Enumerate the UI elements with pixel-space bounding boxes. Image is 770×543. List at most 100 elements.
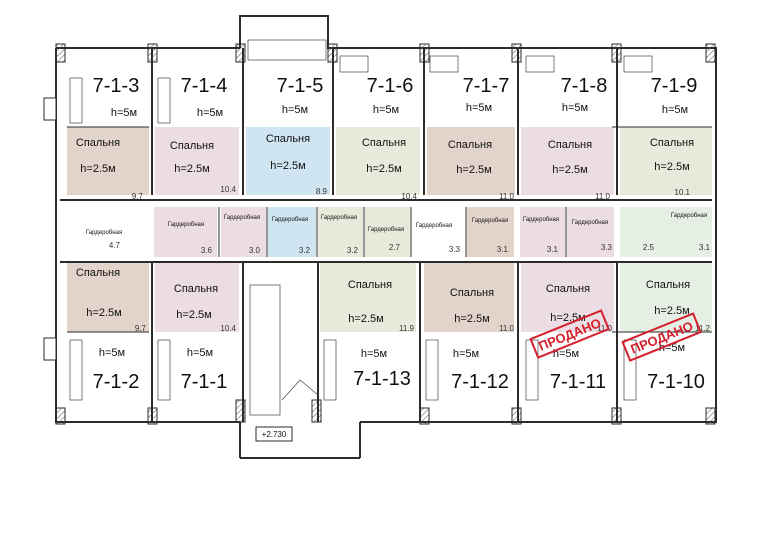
unit-label-top: 7-1-3: [93, 75, 140, 97]
area-value: 2.7: [389, 243, 401, 252]
area-value: 3.1: [699, 243, 711, 252]
interior-walls: [60, 48, 712, 422]
unit-label-top: 7-1-4: [181, 75, 228, 97]
bedroom-height: h=2.5м: [654, 305, 689, 317]
bedroom-fill-7-1-4: [155, 127, 239, 195]
bedroom-fill-7-1-9: [620, 127, 712, 195]
bedroom-fill-7-1-8: [521, 127, 614, 195]
unit-height: h=5м: [111, 107, 137, 119]
bedroom-label: Спальня: [450, 287, 494, 299]
area-value: 11.9: [399, 324, 415, 333]
area-value: 11.2: [695, 324, 711, 333]
wardrobe-label: Гардеробная: [224, 215, 260, 221]
unit-label-top: 7-1-9: [651, 75, 698, 97]
area-value: 9.7: [135, 324, 147, 333]
wardrobe-label: Гардеробная: [86, 230, 122, 236]
area-value: 10.4: [401, 192, 417, 201]
unit-height: h=5м: [553, 348, 579, 360]
elevation-box: [255, 426, 293, 442]
bedroom-fill-7-1-11: [521, 262, 614, 332]
area-value: 10.1: [674, 188, 690, 197]
bedroom-fill-7-1-6: [336, 127, 420, 195]
bedroom-fill-7-1-1: [155, 262, 239, 332]
facade-windows: [43, 97, 57, 361]
bedroom-label: Спальня: [76, 267, 120, 279]
area-value: 9.7: [132, 192, 144, 201]
area-value: 3.3: [449, 245, 461, 254]
elevation-label: +2.730: [262, 430, 287, 439]
wardrobe-label: Гардеробная: [523, 217, 559, 223]
bedroom-label: Спальня: [548, 139, 592, 151]
unit-height: h=5м: [361, 348, 387, 360]
unit-label-bottom: 7-1-12: [451, 371, 509, 393]
unit-label-top: 7-1-5: [277, 75, 324, 97]
area-value: 3.0: [249, 246, 261, 255]
bedroom-fill-7-1-5: [246, 127, 330, 195]
unit-label-top: 7-1-6: [367, 75, 414, 97]
stairs-bottom: [69, 284, 637, 416]
area-value: 10.4: [220, 324, 236, 333]
unit-label-bottom: 7-1-10: [647, 371, 705, 393]
bedroom-height: h=2.5м: [270, 160, 305, 172]
wardrobe-fill-4: [318, 207, 363, 257]
unit-label-top: 7-1-7: [463, 75, 510, 97]
wardrobe-fill-6: [467, 207, 514, 257]
bedroom-label: Спальня: [76, 137, 120, 149]
area-value: 3.1: [547, 245, 559, 254]
area-value: 3.1: [497, 245, 509, 254]
bedroom-height: h=2.5м: [456, 164, 491, 176]
bedroom-height: h=2.5м: [176, 309, 211, 321]
area-value: 2.5: [643, 243, 655, 252]
wardrobe-fill-9: [620, 207, 712, 257]
unit-label-bottom: 7-1-2: [93, 371, 140, 393]
area-value: 11.0: [595, 192, 611, 201]
wardrobe-fill-7: [520, 207, 565, 257]
bedroom-label: Спальня: [650, 137, 694, 149]
bedroom-height: h=2.5м: [552, 164, 587, 176]
bedroom-fill-7-1-12: [424, 262, 514, 332]
bedroom-label: Спальня: [546, 283, 590, 295]
wardrobe-fill-3: [268, 207, 316, 257]
wardrobe-label: Гардеробная: [368, 227, 404, 233]
bedroom-height: h=2.5м: [80, 163, 115, 175]
wardrobe-label: Гардеробная: [416, 223, 452, 229]
bedroom-height: h=2.5м: [86, 307, 121, 319]
area-value: 11.0: [597, 324, 613, 333]
wardrobe-fill-1: [154, 207, 217, 257]
bedroom-label: Спальня: [170, 140, 214, 152]
bedroom-label: Спальня: [266, 133, 310, 145]
bedroom-label: Спальня: [174, 283, 218, 295]
unit-height: h=5м: [562, 102, 588, 114]
wardrobe-label: Гардеробная: [671, 213, 707, 219]
unit-height: h=5м: [466, 102, 492, 114]
unit-label-top: 7-1-8: [561, 75, 608, 97]
bedroom-label: Спальня: [448, 139, 492, 151]
unit-height: h=5м: [99, 347, 125, 359]
bedroom-height: h=2.5м: [174, 163, 209, 175]
bedroom-fill-7-1-10: [620, 262, 712, 332]
bedroom-label: Спальня: [646, 279, 690, 291]
unit-height: h=5м: [453, 348, 479, 360]
area-value: 10.4: [220, 185, 236, 194]
area-value: 3.2: [299, 246, 311, 255]
bedroom-fill-7-1-3: [67, 127, 149, 195]
wardrobe-label: Гардеробная: [168, 222, 204, 228]
area-value: 11.0: [499, 192, 515, 201]
unit-height: h=5м: [659, 342, 685, 354]
bedroom-label: Спальня: [348, 279, 392, 291]
bedroom-height: h=2.5м: [348, 313, 383, 325]
unit-height: h=5м: [373, 104, 399, 116]
bedroom-height: h=2.5м: [366, 163, 401, 175]
bedroom-height: h=2.5м: [454, 313, 489, 325]
wardrobe-fill-8: [567, 207, 614, 257]
area-value: 8.9: [316, 187, 328, 196]
bedroom-fill-7-1-7: [427, 127, 515, 195]
bedroom-label: Спальня: [362, 137, 406, 149]
bedroom-height: h=2.5м: [654, 161, 689, 173]
bedroom-fill-7-1-2: [67, 262, 149, 332]
unit-height: h=5м: [662, 104, 688, 116]
unit-label-bottom: 7-1-13: [353, 368, 411, 390]
area-value: 3.3: [601, 243, 613, 252]
unit-height: h=5м: [187, 347, 213, 359]
